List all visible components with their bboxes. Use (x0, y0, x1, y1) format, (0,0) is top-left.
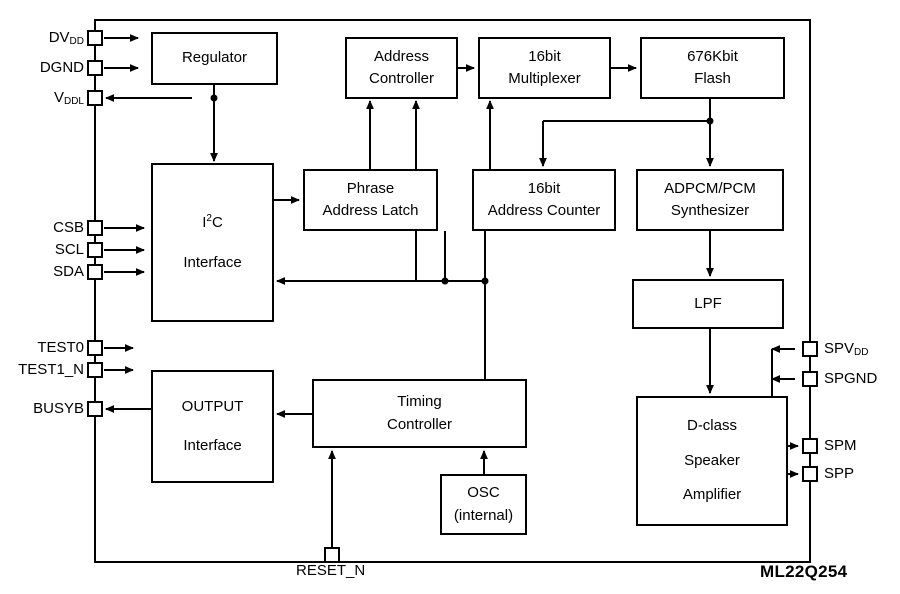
pin-label-spgnd: SPGND (824, 370, 878, 387)
block-phrase-address-latch-line-0: Phrase (346, 179, 395, 197)
pin-label-spp: SPP (824, 465, 855, 482)
block-address-controller-line-0: Address (373, 47, 430, 65)
part-number-label: ML22Q254 (760, 562, 848, 581)
block-output-interface-line-1: Interface (183, 436, 242, 454)
block-osc: OSC (internal) (440, 474, 527, 535)
pin-label-csb: CSB (53, 219, 84, 236)
block-dclass-amp-line-2: Amplifier (682, 486, 742, 504)
block-i2c-interface-line-0: I2C (202, 212, 223, 231)
pin-label-scl: SCL (54, 241, 84, 258)
block-regulator-line-0: Regulator (181, 49, 248, 67)
block-address-controller: Address Controller (345, 37, 458, 99)
block-flash-line-0: 676Kbit (687, 47, 738, 65)
block-flash-line-1: Flash (694, 70, 731, 87)
block-address-counter-line-0: 16bit (527, 179, 561, 197)
pin-label-resetn: RESET_N (296, 562, 366, 579)
block-regulator: Regulator (151, 32, 278, 85)
block-timing-controller-line-0: Timing (397, 393, 442, 410)
block-dclass-amp-line-1: Speaker (684, 451, 740, 469)
block-address-controller-line-1: Controller (368, 70, 435, 87)
block-phrase-address-latch-line-1: Address Latch (322, 202, 419, 219)
block-phrase-address-latch: Phrase Address Latch (303, 169, 438, 231)
pin-label-dgnd: DGND (39, 59, 84, 76)
pin-label-vddl: VDDL (53, 89, 84, 107)
block-osc-line-1: (internal) (453, 506, 514, 524)
pin-label-dvdd: DVDD (48, 29, 84, 47)
pin-label-sda: SDA (53, 263, 84, 280)
pin-squares (87, 30, 818, 563)
block-i2c-interface: I2C Interface (151, 163, 274, 322)
block-multiplexer-line-0: 16bit (528, 47, 561, 65)
block-lpf-line-0: LPF (694, 294, 722, 312)
block-i2c-interface-line-1: Interface (183, 254, 242, 271)
pin-label-spvdd: SPVDD (824, 340, 869, 358)
pin-label-spm: SPM (824, 437, 857, 454)
pin-label-test0: TEST0 (37, 339, 84, 356)
pin-label-test1n: TEST1_N (18, 361, 84, 378)
block-output-interface-line-0: OUTPUT (181, 398, 244, 415)
block-timing-controller: Timing Controller (312, 379, 527, 448)
block-lpf: LPF (632, 279, 784, 329)
chip-boundary (94, 19, 811, 563)
block-adpcm-pcm-synthesizer: ADPCM/PCM Synthesizer (636, 169, 784, 231)
block-adpcm-pcm-synthesizer-line-1: Synthesizer (670, 202, 750, 219)
block-multiplexer: 16bit Multiplexer (478, 37, 611, 99)
block-multiplexer-line-1: Multiplexer (508, 70, 581, 87)
block-dclass-amp-line-0: D-class (686, 417, 737, 435)
block-adpcm-pcm-synthesizer-line-0: ADPCM/PCM (664, 179, 756, 197)
block-flash: 676Kbit Flash (640, 37, 785, 99)
block-address-counter-line-1: Address Counter (487, 202, 601, 219)
block-address-counter: 16bit Address Counter (472, 169, 616, 231)
pin-label-busyb: BUSYB (33, 400, 84, 417)
block-output-interface: OUTPUT Interface (151, 370, 274, 483)
block-dclass-amp: D-class Speaker Amplifier (636, 396, 788, 526)
block-osc-line-0: OSC (467, 484, 500, 501)
block-timing-controller-line-1: Controller (386, 415, 453, 433)
